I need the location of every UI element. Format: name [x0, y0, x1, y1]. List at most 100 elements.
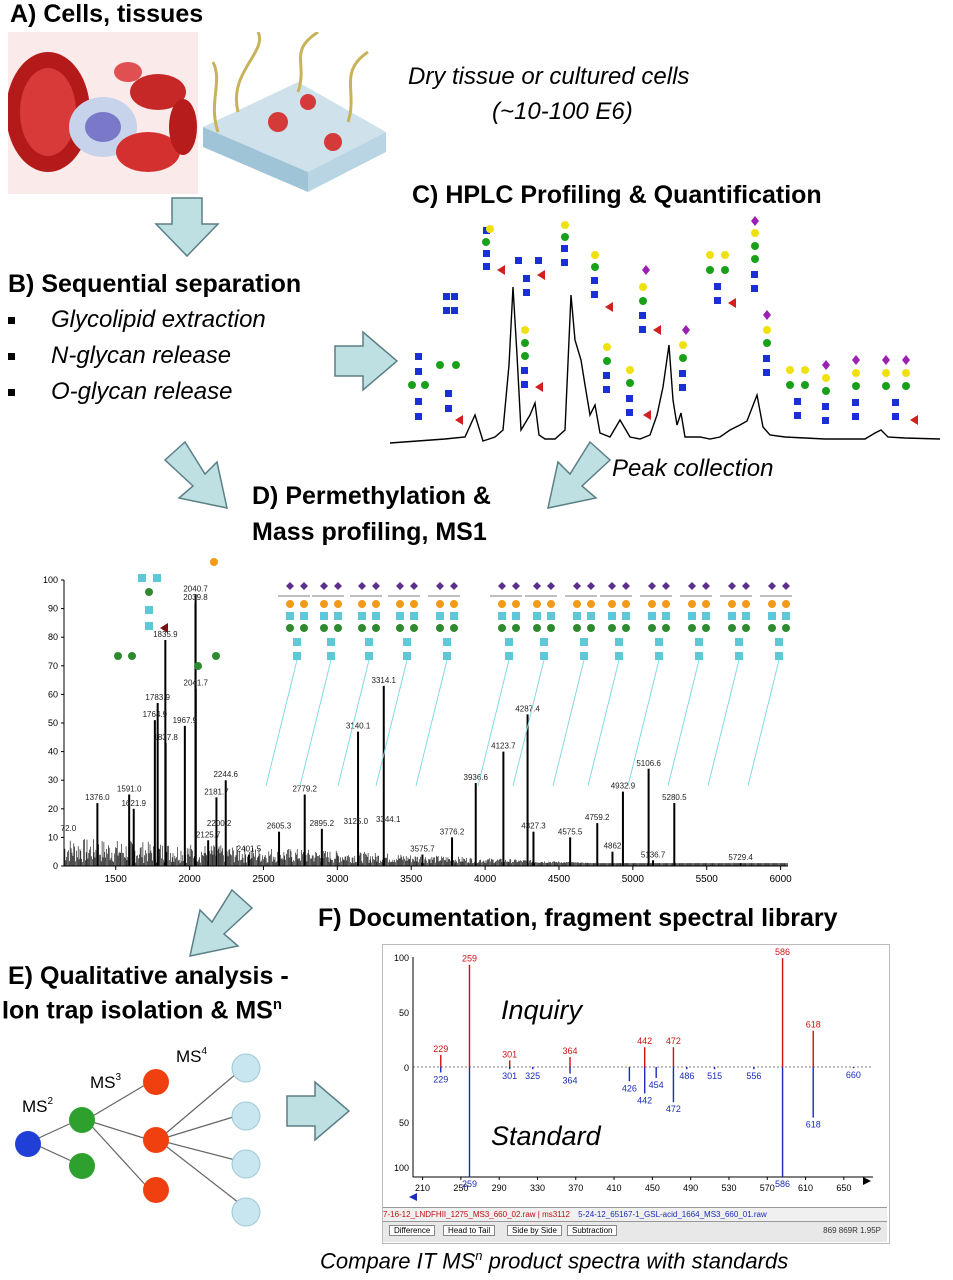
x-tick-label: 250 [453, 1183, 468, 1193]
glcnac-icon [403, 638, 411, 646]
standard-peak-label: 556 [746, 1071, 761, 1081]
glcnac-icon [782, 612, 790, 620]
tab-head-to-tail[interactable]: Head to Tail [443, 1225, 496, 1236]
ms1-peak-label: 2244.6 [213, 770, 238, 779]
standard-peak-label: 660 [846, 1070, 861, 1080]
sialic-acid-icon [547, 582, 555, 590]
x-tick-label: 570 [760, 1183, 775, 1193]
ms1-peak-label: 3936.6 [464, 773, 489, 782]
annotation-leader [587, 659, 620, 787]
mannose-icon [662, 624, 670, 632]
x-tick-label: 5000 [622, 874, 645, 885]
sialic-acid-icon [622, 582, 630, 590]
y-tick-label: 0 [53, 861, 58, 871]
y-tick-label: 80 [48, 632, 58, 642]
ms1-peak-label: 3575.7 [410, 845, 435, 854]
bullet-n-glycan: N-glycan release [8, 342, 231, 370]
standard-peak-label: 229 [433, 1075, 448, 1085]
y-tick-label: 60 [48, 689, 58, 699]
x-tick-label: 1500 [105, 874, 128, 885]
glcnac-icon [540, 638, 548, 646]
x-tick-label: 3500 [400, 874, 423, 885]
mannose-icon [498, 624, 506, 632]
file-left-label[interactable]: 7-16-12_LNDFHII_1275_MS3_660_02.raw | ms… [383, 1210, 570, 1219]
annotation-leader [299, 659, 332, 787]
ms1-peak-label: 4575.5 [558, 827, 583, 836]
standard-peak-label: 586 [775, 1179, 790, 1189]
glcnac-icon [443, 638, 451, 646]
inquiry-peak-label: 229 [433, 1044, 448, 1054]
annotation-leader [747, 659, 780, 787]
mannose-icon [372, 624, 380, 632]
ms2-label: MS2 [22, 1096, 54, 1116]
ms1-peak-label: 5280.5 [662, 793, 687, 802]
mannose-icon [742, 624, 750, 632]
glcnac-icon [615, 638, 623, 646]
y-tick-label: 10 [48, 832, 58, 842]
ms1-peak-label: 2779.2 [292, 785, 317, 794]
x-tick-label: 3000 [326, 874, 349, 885]
y-tick-label: 90 [48, 604, 58, 614]
ms1-peak-label: 2040.7 [183, 584, 208, 593]
tab-difference[interactable]: Difference [389, 1225, 436, 1236]
x-tick-label: 490 [683, 1183, 698, 1193]
glcnac-icon [587, 612, 595, 620]
galactose-icon [648, 600, 656, 608]
mannose-icon [622, 624, 630, 632]
inquiry-peak-label: 586 [775, 947, 790, 957]
glycan-structures [408, 216, 918, 425]
down-arrow-icon [154, 197, 220, 258]
ms1-peak-label: 3140.1 [346, 722, 371, 731]
file-right-label[interactable]: 5-24-12_65167-1_GSL-acid_1664_MS3_660_01… [578, 1210, 767, 1219]
glcnac-icon [450, 612, 458, 620]
sialic-acid-icon [608, 582, 616, 590]
ms1-extra-label: 3125.0 [344, 817, 369, 826]
sialic-acid-icon [300, 582, 308, 590]
y-tick-label: 100 [394, 1163, 409, 1173]
y-tick-label: 70 [48, 661, 58, 671]
glcnac-icon [365, 638, 373, 646]
scroll-left-icon[interactable] [409, 1193, 417, 1201]
mannose-icon [533, 624, 541, 632]
ms3-node [69, 1107, 95, 1133]
y-tick-label: 50 [399, 1008, 409, 1018]
tab-subtraction[interactable]: Subtraction [567, 1225, 618, 1236]
x-tick-label: 2000 [178, 874, 201, 885]
section-f-title: F) Documentation, fragment spectral libr… [318, 904, 838, 932]
ms1-peak-label: 1621.9 [121, 799, 146, 808]
standard-peak-label: 442 [637, 1095, 652, 1105]
glcnac-icon [403, 652, 411, 660]
glcnac-icon [334, 612, 342, 620]
y-tick-label: 100 [394, 953, 409, 963]
x-tick-label: 650 [836, 1183, 851, 1193]
peak-collection-label: Peak collection [612, 455, 774, 482]
mannose-icon [334, 624, 342, 632]
glcnac-icon [327, 652, 335, 660]
galactose-icon [286, 600, 294, 608]
annotation-leader [337, 659, 370, 787]
sialic-acid-icon [436, 582, 444, 590]
mannose-icon [768, 624, 776, 632]
galactose-icon [782, 600, 790, 608]
sialic-acid-icon [702, 582, 710, 590]
inquiry-peak-label: 259 [462, 954, 477, 964]
annotation-leader [627, 659, 660, 787]
sialic-acid-icon [410, 582, 418, 590]
galactose-icon [688, 600, 696, 608]
ms4-node [143, 1069, 169, 1095]
tab-side-by-side[interactable]: Side by Side [507, 1225, 562, 1236]
ms1-peak-label: 3314.1 [372, 676, 397, 685]
chromatogram-trace [389, 286, 941, 444]
galactose-icon [396, 600, 404, 608]
scroll-right-icon[interactable] [863, 1177, 871, 1185]
inquiry-peak-label: 442 [637, 1036, 652, 1046]
sialic-acid-icon [688, 582, 696, 590]
galactose-icon [334, 600, 342, 608]
section-e-title-2: Ion trap isolation & MSn [2, 996, 283, 1025]
mannose-icon [728, 624, 736, 632]
ms2-node [15, 1131, 41, 1157]
glcnac-icon [293, 638, 301, 646]
x-tick-label: 330 [530, 1183, 545, 1193]
